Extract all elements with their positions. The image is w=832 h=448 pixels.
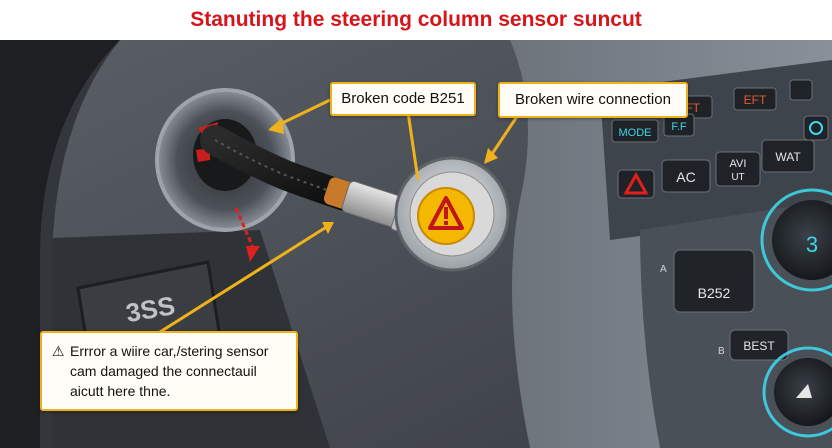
dash-button-eft-label: EFT xyxy=(744,93,767,107)
dash-button-wat-label: WAT xyxy=(775,150,801,164)
callout-error-line-1: ⚠ Errror a wiire car,/stering sensor xyxy=(52,341,286,361)
side-label-a: A xyxy=(660,264,667,275)
sensor-warning-icon xyxy=(428,196,464,230)
hazard-button[interactable] xyxy=(617,169,655,199)
climate-knob-value: 3 xyxy=(806,232,818,257)
callout-error-text-1: Errror a wiire car,/stering sensor xyxy=(70,343,269,359)
arrow-error-head xyxy=(322,222,334,234)
dash-button-avi[interactable]: AVI UT xyxy=(715,151,761,187)
dash-button-ff[interactable]: F.F xyxy=(663,113,695,137)
dash-button-avi-sub: UT xyxy=(731,172,744,183)
dash-button-small[interactable] xyxy=(789,79,813,101)
hazard-icon xyxy=(623,171,649,195)
dash-button-fan[interactable] xyxy=(803,115,829,141)
sensor-warning-mark xyxy=(444,207,448,219)
dash-button-mode-label: MODE xyxy=(619,127,652,139)
arrow-wire-to-sensor xyxy=(486,111,522,161)
dash-button-avi-label: AVI xyxy=(730,158,747,170)
callout-error-note: ⚠ Errror a wiire car,/stering sensor cam … xyxy=(40,331,298,411)
side-label-b: B xyxy=(718,346,725,357)
climate-knob-upper[interactable]: 3 xyxy=(760,188,832,292)
arrow-code-to-sensor xyxy=(406,111,420,181)
wire-harness-texture xyxy=(214,139,346,197)
arrow-to-socket-head xyxy=(268,118,284,134)
callout-broken-wire: Broken wire connection xyxy=(498,82,688,118)
dash-button-best-label: BEST xyxy=(743,339,775,353)
callout-error-line-2: cam damaged the connectauil xyxy=(70,363,257,379)
title-bar: Stanuting the steering column sensor sun… xyxy=(0,0,832,40)
arrow-error-to-connector xyxy=(159,224,329,334)
fan-icon xyxy=(809,121,823,135)
dash-button-ac-label: AC xyxy=(676,169,695,185)
knob-arrow-icon xyxy=(796,384,812,398)
steering-wheel-inner xyxy=(40,40,120,448)
arrow-wire-head xyxy=(484,148,498,164)
callout-error-line-3: aicutt here thne. xyxy=(70,383,171,399)
dash-button-mode[interactable]: MODE xyxy=(611,119,659,143)
dash-button-wat[interactable]: WAT xyxy=(761,139,815,173)
diagram-title: Stanuting the steering column sensor sun… xyxy=(190,8,642,31)
red-arrow-head xyxy=(246,246,260,262)
dash-button-b252-label: B252 xyxy=(698,285,731,301)
steering-wheel-rim xyxy=(0,40,120,448)
climate-knob-lower[interactable] xyxy=(762,346,832,438)
callout-broken-code: Broken code B251 xyxy=(330,82,476,116)
dash-button-ff-label: F.F xyxy=(671,121,687,133)
warning-icon: ⚠ xyxy=(52,343,65,359)
dash-button-b252[interactable]: B252 xyxy=(673,249,755,313)
dash-button-ac[interactable]: AC xyxy=(661,159,711,193)
sensor-warning-dot xyxy=(444,221,448,225)
dash-button-eft[interactable]: EFT xyxy=(733,87,777,111)
dash-button-best[interactable]: BEST xyxy=(729,329,789,361)
